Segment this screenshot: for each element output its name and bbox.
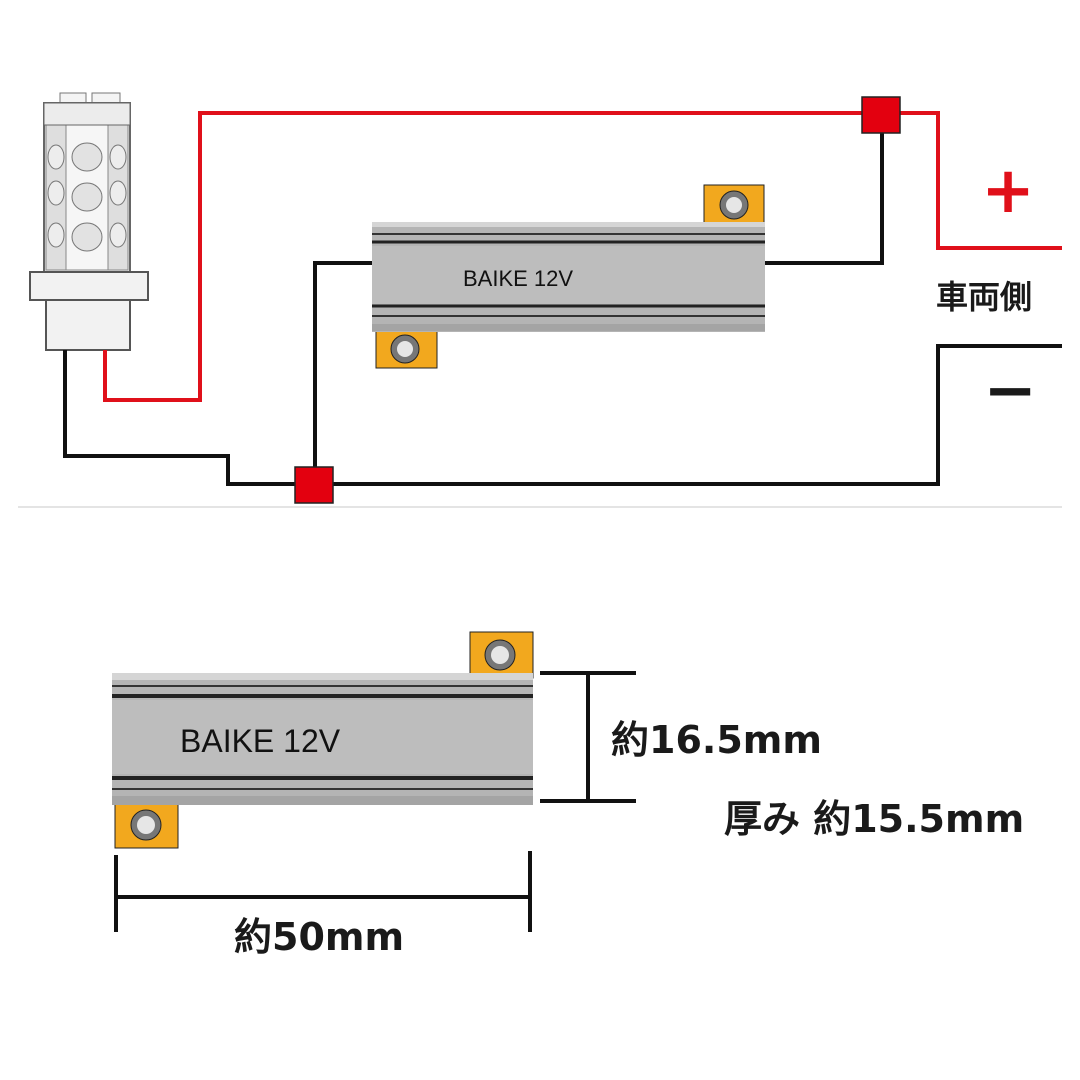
resistor-positive-lead <box>765 118 884 265</box>
positive-junction <box>861 96 901 134</box>
length-label: 約50mm <box>234 915 404 959</box>
load-resistor: BAIKE 12V <box>372 184 765 369</box>
resistor-negative-lead <box>313 261 372 484</box>
dimension-drawing: BAIKE 12V 約16.5mm 厚み 約15.5mm 約50mm <box>112 631 1024 959</box>
resistor-label-large: BAIKE 12V <box>180 723 341 759</box>
height-label: 約16.5mm <box>611 718 822 762</box>
led-bulb-icon <box>29 92 149 351</box>
length-dimension <box>114 851 532 932</box>
positive-wire <box>103 111 1062 402</box>
negative-junction <box>294 466 334 504</box>
resistor-label: BAIKE 12V <box>463 266 573 291</box>
height-dimension <box>540 671 636 803</box>
negative-sign: − <box>983 354 1037 428</box>
thickness-label: 厚み 約15.5mm <box>724 797 1024 841</box>
negative-wire <box>63 344 1062 486</box>
positive-sign: + <box>981 154 1035 228</box>
load-resistor-large: BAIKE 12V <box>112 631 534 849</box>
vehicle-side-label: 車両側 <box>936 278 1032 316</box>
wiring-diagram: BAIKE 12V + 車両側 − <box>18 92 1062 508</box>
